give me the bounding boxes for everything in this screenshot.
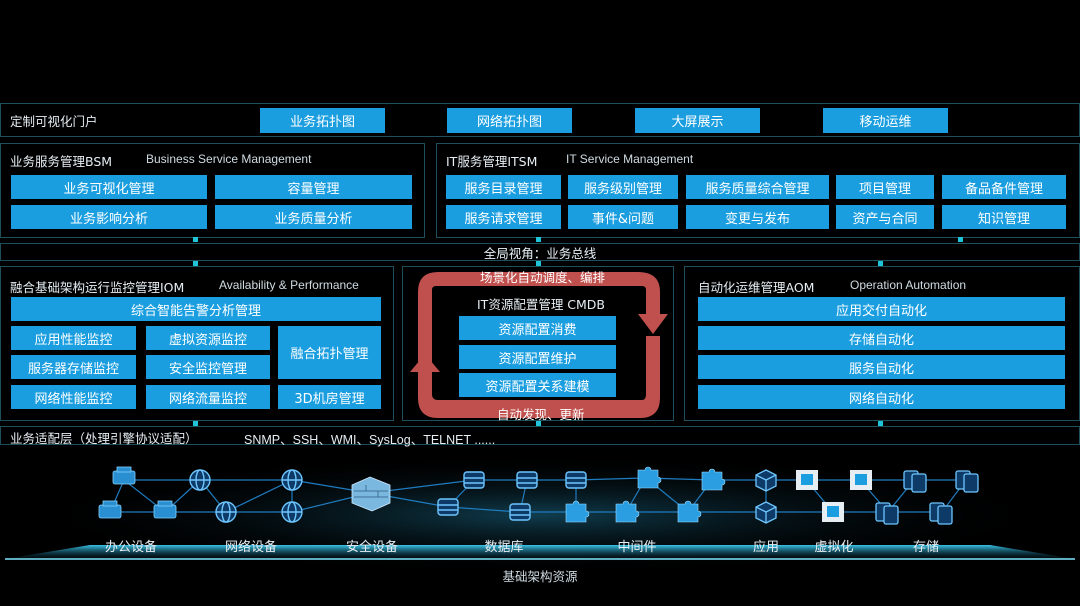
aom-network-auto-button[interactable]: 网络自动化: [698, 385, 1065, 409]
itsm-sla-button[interactable]: 服务级别管理: [568, 175, 678, 199]
bsm-title: 业务服务管理BSM: [10, 154, 113, 169]
itsm-project-button[interactable]: 项目管理: [836, 175, 934, 199]
iom-net-perf-button[interactable]: 网络性能监控: [11, 385, 136, 409]
cmdb-maintain-button[interactable]: 资源配置维护: [459, 345, 616, 369]
category-security-equipment: 安全设备: [345, 540, 399, 555]
category-application: 应用: [752, 540, 780, 555]
bsm-panel: [0, 143, 425, 238]
bsm-subtitle: Business Service Management: [146, 152, 312, 166]
connector-dot: [878, 421, 883, 426]
connector-dot: [193, 237, 198, 242]
cube-icon: [755, 469, 777, 524]
connector-dot: [193, 421, 198, 426]
iom-alert-analysis-button[interactable]: 综合智能告警分析管理: [11, 297, 381, 321]
itsm-subtitle: IT Service Management: [566, 152, 694, 166]
bsm-capacity-mgmt-button[interactable]: 容量管理: [215, 175, 412, 199]
iom-security-button[interactable]: 安全监控管理: [146, 355, 270, 379]
cmdb-bottom-label: 自动发现、更新: [497, 407, 585, 422]
portal-network-topology-button[interactable]: 网络拓扑图: [447, 108, 572, 133]
connector-dot: [193, 261, 198, 266]
firewall-icon: [351, 476, 391, 512]
iom-title: 融合基础架构运行监控管理IOM: [10, 280, 185, 295]
itsm-change-button[interactable]: 变更与发布: [686, 205, 829, 229]
aom-storage-auto-button[interactable]: 存储自动化: [698, 326, 1065, 350]
itsm-incident-button[interactable]: 事件&问题: [568, 205, 678, 229]
connector-dot: [536, 421, 541, 426]
portal-business-topology-button[interactable]: 业务拓扑图: [260, 108, 385, 133]
iom-virtual-res-button[interactable]: 虚拟资源监控: [146, 326, 270, 350]
puzzle-icon: [565, 466, 726, 523]
iom-server-storage-button[interactable]: 服务器存储监控: [11, 355, 136, 379]
infra-base-label: 基础架构资源: [502, 569, 578, 584]
category-database: 数据库: [484, 540, 524, 555]
aom-app-delivery-button[interactable]: 应用交付自动化: [698, 297, 1065, 321]
globe-icon: [189, 469, 303, 523]
cmdb-top-label: 场景化自动调度、编排: [480, 270, 606, 285]
adapter-protocols: SNMP、SSH、WMI、SysLog、TELNET ......: [244, 433, 496, 447]
itsm-spare-parts-button[interactable]: 备品备件管理: [942, 175, 1066, 199]
itsm-title: IT服务管理ITSM: [446, 154, 538, 169]
portal-big-screen-button[interactable]: 大屏展示: [635, 108, 760, 133]
itsm-catalog-button[interactable]: 服务目录管理: [446, 175, 561, 199]
storage-icon: [875, 470, 979, 525]
category-office-equipment: 办公设备: [104, 540, 158, 555]
connector-dot: [958, 237, 963, 242]
connector-dot: [536, 261, 541, 266]
cmdb-modeling-button[interactable]: 资源配置关系建模: [459, 373, 616, 397]
cmdb-panel: [402, 266, 674, 421]
iom-app-perf-button[interactable]: 应用性能监控: [11, 326, 136, 350]
global-business-bus: 全局视角：业务总线: [0, 243, 1080, 261]
category-virtualization: 虚拟化: [814, 540, 854, 555]
iom-topology-button[interactable]: 融合拓扑管理: [278, 326, 381, 379]
infra-network-diagram: [5, 455, 1075, 575]
category-storage: 存储: [912, 540, 940, 555]
iom-net-flow-button[interactable]: 网络流量监控: [146, 385, 270, 409]
cmdb-consume-button[interactable]: 资源配置消费: [459, 316, 616, 340]
virtual-box-icon: [796, 470, 872, 522]
bsm-impact-analysis-button[interactable]: 业务影响分析: [11, 205, 207, 229]
printer-icon: [98, 466, 177, 519]
aom-subtitle: Operation Automation: [850, 278, 967, 292]
category-middleware: 中间件: [617, 540, 657, 555]
database-icon: [437, 471, 587, 521]
iom-3d-room-button[interactable]: 3D机房管理: [278, 385, 381, 409]
itsm-quality-button[interactable]: 服务质量综合管理: [686, 175, 829, 199]
adapter-label: 业务适配层（处理引擎协议适配）: [10, 431, 198, 446]
connector-dot: [878, 261, 883, 266]
itsm-request-button[interactable]: 服务请求管理: [446, 205, 561, 229]
category-network-equipment: 网络设备: [224, 540, 278, 555]
bsm-visual-mgmt-button[interactable]: 业务可视化管理: [11, 175, 207, 199]
aom-service-auto-button[interactable]: 服务自动化: [698, 355, 1065, 379]
portal-mobile-ops-button[interactable]: 移动运维: [823, 108, 948, 133]
connector-dot: [536, 237, 541, 242]
cmdb-cycle-arrow-icon: [410, 272, 668, 418]
itsm-asset-button[interactable]: 资产与合同: [836, 205, 934, 229]
cmdb-title: IT资源配置管理 CMDB: [477, 297, 606, 312]
iom-panel: [0, 266, 394, 421]
portal-label: 定制可视化门户: [10, 114, 98, 129]
aom-title: 自动化运维管理AOM: [698, 280, 815, 295]
itsm-knowledge-button[interactable]: 知识管理: [942, 205, 1066, 229]
iom-subtitle: Availability & Performance: [219, 278, 359, 292]
bsm-quality-analysis-button[interactable]: 业务质量分析: [215, 205, 412, 229]
